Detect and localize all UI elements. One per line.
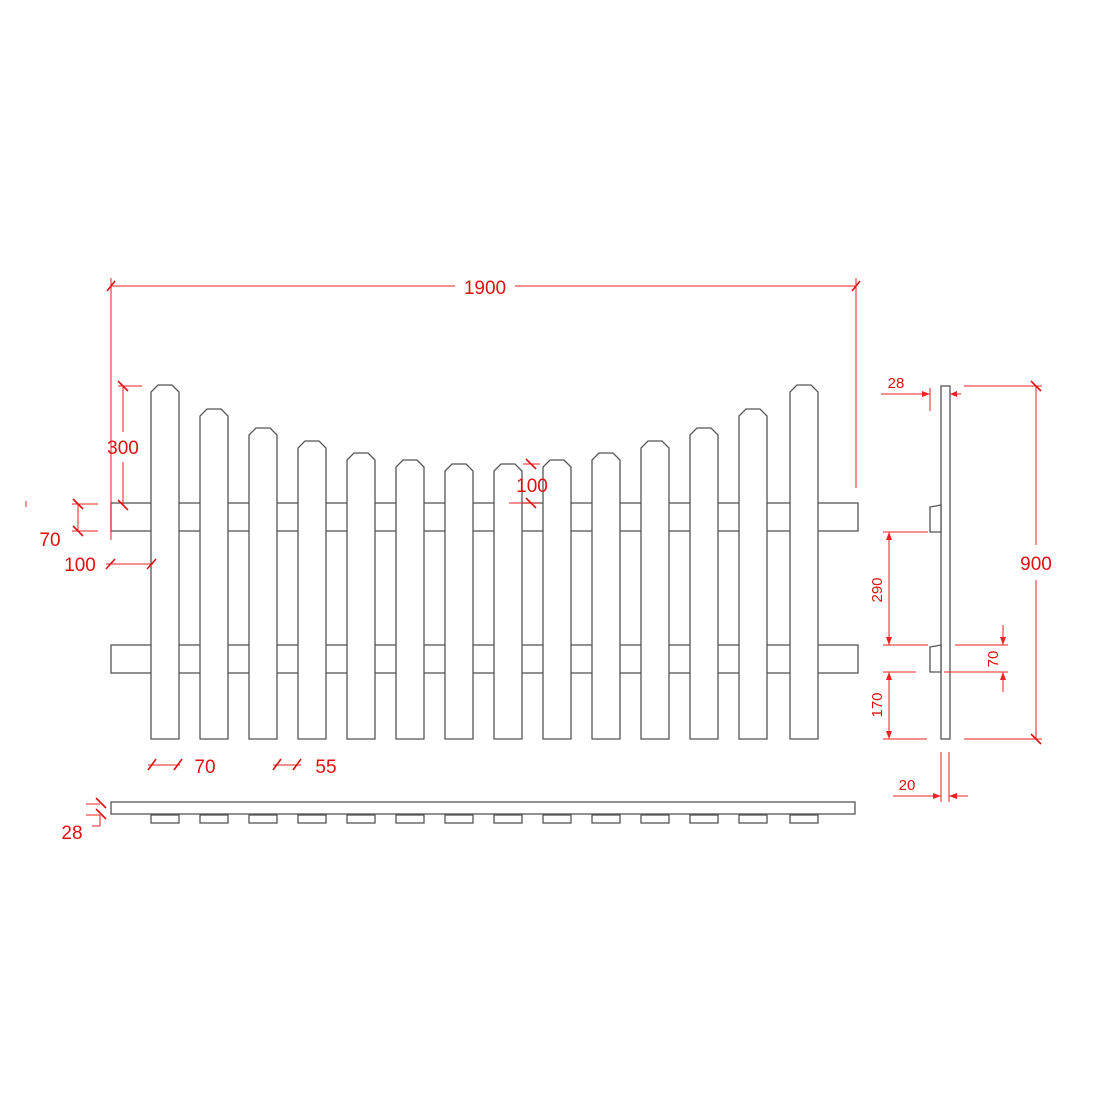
top-rail <box>110 502 859 532</box>
plan-picket-5 <box>346 814 376 824</box>
plan-picket-11 <box>640 814 670 824</box>
picket-11 <box>640 440 670 740</box>
picket-5 <box>346 452 376 740</box>
side-rail-2 <box>929 644 942 673</box>
plan-picket-4 <box>297 814 327 824</box>
picket-7 <box>444 463 474 740</box>
side-rail-height-label: 70 <box>985 651 1002 668</box>
plan-picket-2 <box>199 814 229 824</box>
plan-picket-7 <box>444 814 474 824</box>
overall-width-label: 1900 <box>464 278 506 299</box>
picket-14 <box>789 384 819 740</box>
picket-6 <box>395 459 425 740</box>
curve-drop-label: 300 <box>107 438 139 459</box>
picket-8 <box>493 463 523 740</box>
dimension-rail-thickness: 28 <box>61 797 107 844</box>
plan-picket-1 <box>150 814 180 824</box>
side-picket <box>940 385 951 740</box>
dimension-side-rail-height: 70 <box>944 625 1008 692</box>
bottom-clearance-label: 170 <box>869 692 886 717</box>
front-view <box>110 384 859 740</box>
pickets <box>150 384 819 740</box>
dimension-overall-height: 900 <box>964 380 1052 745</box>
plan-picket-13 <box>738 814 768 824</box>
picket-10 <box>591 452 621 740</box>
plan-picket-9 <box>542 814 572 824</box>
dimension-rail-height: 70 <box>25 498 98 551</box>
dimension-center-top-to-rail: 100 <box>509 458 548 509</box>
dimension-overall-width: 1900 <box>106 278 861 540</box>
side-view <box>929 385 951 740</box>
dimension-side-board-thickness: 20 <box>893 752 968 802</box>
picket-width-label: 70 <box>194 757 215 778</box>
plan-rail <box>110 801 856 815</box>
plan-view <box>110 801 856 824</box>
plan-picket-8 <box>493 814 523 824</box>
plan-picket-6 <box>395 814 425 824</box>
picket-3 <box>248 427 278 740</box>
picket-9 <box>542 459 572 740</box>
dimension-picket-gap: 55 <box>272 757 337 778</box>
bottom-rail <box>110 644 859 674</box>
rail-spacing-label: 290 <box>869 577 886 602</box>
side-rail-1 <box>929 504 942 533</box>
picket-12 <box>689 427 719 740</box>
center-top-to-rail-label: 100 <box>516 476 548 497</box>
picket-4 <box>297 440 327 740</box>
dimension-rail-spacing: 290 <box>869 531 928 646</box>
dimension-rail-overhang: 100 <box>64 555 157 576</box>
plan-picket-10 <box>591 814 621 824</box>
picket-gap-label: 55 <box>315 757 336 778</box>
picket-1 <box>150 384 180 740</box>
side-board-thickness-label: 20 <box>899 777 916 794</box>
picket-2 <box>199 408 229 740</box>
picket-thickness-label: 28 <box>888 375 905 392</box>
overall-height-label: 900 <box>1020 554 1052 575</box>
dimension-picket-width: 70 <box>147 757 216 778</box>
dimension-curve-drop: 300 <box>107 380 142 511</box>
rail-thickness-label: 28 <box>61 823 82 844</box>
plan-picket-12 <box>689 814 719 824</box>
dimension-bottom-clearance: 170 <box>869 671 927 740</box>
rail-height-label: 70 <box>39 530 60 551</box>
picket-13 <box>738 408 768 740</box>
rail-overhang-label: 100 <box>64 555 96 576</box>
dimension-picket-thickness: 28 <box>881 375 961 411</box>
plan-picket-3 <box>248 814 278 824</box>
plan-picket-14 <box>789 814 819 824</box>
rails <box>110 502 859 674</box>
